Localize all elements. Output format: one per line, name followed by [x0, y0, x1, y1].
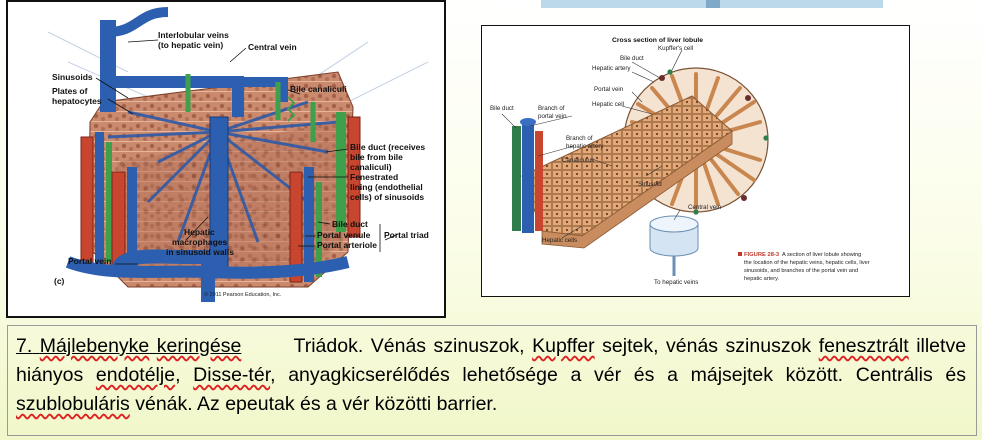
- label-sinusoid: Sinusoid: [638, 181, 662, 188]
- word-fenesztralt: fenesztrált: [818, 335, 909, 357]
- top-banner-image: [541, 0, 883, 8]
- label-portal-vein-right: Portal vein: [594, 86, 624, 93]
- liver-lobule-3d-figure: Interlobular veins (to hepatic vein) Cen…: [6, 0, 446, 318]
- word-kupffer: Kupffer: [532, 335, 595, 357]
- caption-line-4: hepatic artery.: [744, 276, 779, 282]
- label-canaliculus: Canaliculus: [562, 157, 594, 164]
- caption-marker: [738, 252, 742, 256]
- label-panel-c: (c): [54, 276, 65, 286]
- label-hepatic: Hepatic: [184, 227, 215, 237]
- label-central-vein-right: Central vein: [688, 204, 722, 211]
- label-branch-of-portal: Branch of: [538, 105, 565, 112]
- caption-figure-label: FIGURE 28-3: [744, 252, 780, 258]
- label-to-hepatic-veins: To hepatic veins: [654, 279, 698, 286]
- caption-line-1: A section of liver lobule showing: [782, 252, 861, 258]
- word-disse-ter: Disse-tér: [193, 364, 271, 386]
- label-bile-duct-top: Bile duct: [620, 55, 644, 62]
- copyright-text: © 2011 Pearson Education, Inc.: [204, 291, 282, 298]
- text-segment-5: , anyagkicserélődés lehetősége a vér és …: [270, 364, 966, 386]
- label-hepatic-cells: Hepatic cells: [542, 237, 577, 244]
- label-fenestrated: Fenestrated: [350, 172, 398, 182]
- slide-heading: 7. Májlebenyke keringése: [16, 335, 241, 357]
- label-portal-triad: Portal triad: [384, 230, 429, 240]
- heading-number: 7.: [16, 335, 33, 357]
- label-hepatic-artery: Hepatic artery: [592, 65, 631, 72]
- label-kupffers-cell: Kupffer's cell: [658, 45, 693, 52]
- word-endotelje: endotélje: [95, 364, 176, 386]
- heading-word-2: keringése: [156, 335, 242, 357]
- label-hepatic-artery-branch: hepatic artery: [566, 143, 604, 150]
- label-hepatic-cell: Hepatic cell: [592, 101, 624, 108]
- liver-lobule-cross-section-figure: Cross section of liver lobule Kupffer's …: [481, 25, 910, 297]
- label-hepatocytes: hepatocytes: [52, 96, 102, 106]
- label-cross-section: Cross section of liver lobule: [612, 37, 703, 44]
- banner-mark: [706, 0, 720, 8]
- liver-lobule-3d-illustration: Interlobular veins (to hepatic vein) Cen…: [47, 7, 429, 302]
- text-segment-4: ,: [175, 364, 181, 386]
- text-segment-3: illetve hiányos: [16, 335, 967, 386]
- text-segment-2: sejtek, vénás szinuszok: [602, 335, 812, 357]
- label-plates-of: Plates of: [52, 86, 88, 96]
- label-cells-of-sinusoids: cells) of sinusoids: [350, 192, 424, 202]
- text-segment-6: vénák. Az epeutak és a vér közötti barri…: [135, 393, 498, 415]
- label-portal-venule: Portal venule: [317, 230, 371, 240]
- slide-text-box[interactable]: 7. Májlebenyke keringése Triádok. Vénás …: [7, 325, 977, 436]
- word-szublobularis: szublobuláris: [16, 393, 130, 415]
- label-interlobular-veins: Interlobular veins: [158, 30, 229, 40]
- label-lining-endothelial: lining (endothelial: [350, 182, 423, 192]
- label-central-vein: Central vein: [248, 42, 297, 52]
- label-bile-canaliculi: Bile canaliculi: [290, 84, 347, 94]
- label-bile-duct-left: Bile duct: [490, 105, 514, 112]
- label-portal-vein: Portal vein: [68, 256, 111, 266]
- label-bile-duct-receives: Bile duct (receives: [350, 142, 425, 152]
- label-bile-from-bile: bile from bile: [350, 152, 403, 162]
- label-branch-of-artery: Branch of: [566, 135, 593, 142]
- label-macrophages: macrophages: [172, 237, 228, 247]
- label-bile-duct: Bile duct: [332, 219, 368, 229]
- label-sinusoids: Sinusoids: [52, 72, 93, 82]
- caption-line-2: the location of the hepatic veins, hepat…: [744, 260, 870, 266]
- text-segment-1: Triádok. Vénás szinuszok,: [293, 335, 525, 357]
- heading-word-1: Májlebenyke: [39, 335, 150, 357]
- label-portal-arteriole: Portal arteriole: [317, 240, 377, 250]
- label-in-sinusoid-walls: in sinusoid walls: [166, 247, 234, 257]
- liver-lobule-cross-section-illustration: Cross section of liver lobule Kupffer's …: [490, 37, 870, 286]
- label-to-hepatic-vein: (to hepatic vein): [158, 40, 223, 50]
- caption-line-3: sinusoids, and branches of the portal ve…: [744, 268, 858, 274]
- label-canaliculi: canaliculi): [350, 162, 392, 172]
- label-portal-vein-branch: portal vein: [538, 113, 567, 120]
